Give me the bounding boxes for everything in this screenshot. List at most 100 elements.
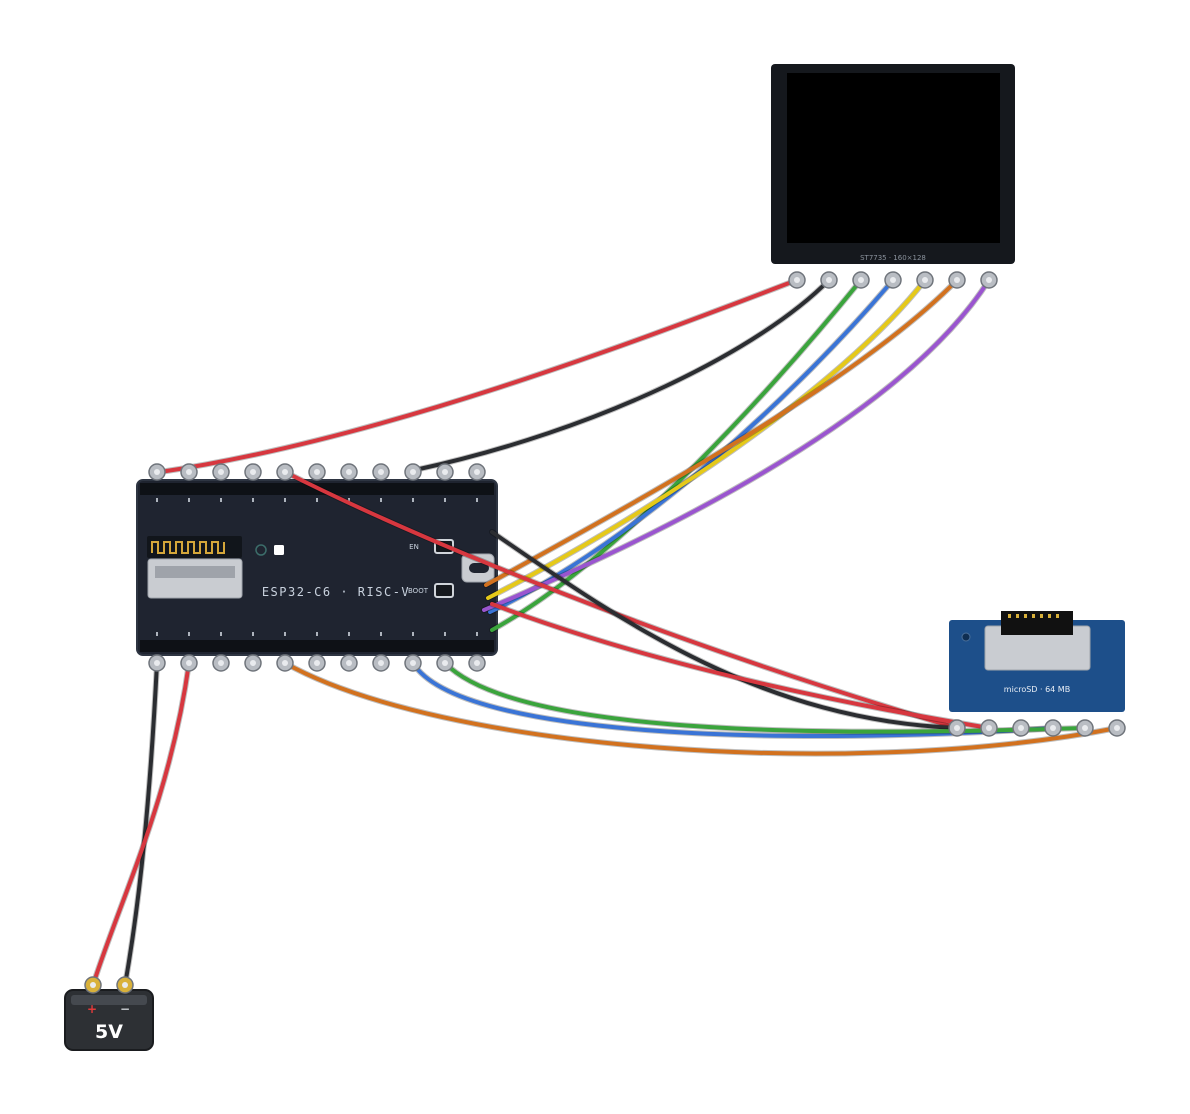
battery-voltage-label: 5V xyxy=(95,1021,123,1043)
wire-shadow xyxy=(157,277,800,475)
header-pin-mark xyxy=(252,632,254,636)
sd-mount-hole-icon xyxy=(961,632,971,642)
pin-hole xyxy=(474,660,480,666)
rf-shield xyxy=(147,558,243,599)
pin-hole xyxy=(858,277,864,283)
header-pin-mark xyxy=(156,632,158,636)
display-module[interactable]: ST7735 · 160×128 xyxy=(771,64,1015,264)
pin-hole xyxy=(922,277,928,283)
wire-shadow xyxy=(412,277,832,473)
en-label: EN xyxy=(409,543,419,551)
wire-tft-vcc[interactable] xyxy=(158,278,799,474)
header-pin-mark xyxy=(284,498,286,502)
header-pin-mark xyxy=(284,632,286,636)
boot-label: BOOT xyxy=(408,587,429,595)
usb-c-opening-icon xyxy=(469,563,489,573)
header-pin-mark xyxy=(348,498,350,502)
wire-sd-red2[interactable] xyxy=(490,602,991,730)
sd-connector-contacts xyxy=(1008,614,1059,618)
antenna-trace-icon xyxy=(151,541,225,554)
header-pin-mark xyxy=(348,632,350,636)
header-pin-mark xyxy=(380,632,382,636)
esp32-label: ESP32-C6 · RISC-V xyxy=(262,585,410,599)
wire-tft-gnd[interactable] xyxy=(413,278,831,472)
header-pin-mark xyxy=(444,498,446,502)
esp32-board[interactable]: EN BOOT ESP32-C6 · RISC-V xyxy=(136,479,498,656)
wire-tft-orange[interactable] xyxy=(484,278,959,587)
boot-button[interactable] xyxy=(434,583,454,598)
header-pin-mark xyxy=(156,498,158,502)
wire-tft-yellow[interactable] xyxy=(486,278,927,600)
pin-hole xyxy=(90,982,96,988)
wire-shadow xyxy=(90,660,192,988)
header-pin-marks xyxy=(156,498,478,636)
pin-hole xyxy=(954,725,960,731)
pin-hole xyxy=(186,660,192,666)
pin-hole xyxy=(890,277,896,283)
pin-hole xyxy=(218,469,224,475)
header-pin-mark xyxy=(412,632,414,636)
pin-hole xyxy=(1050,725,1056,731)
esp32-header-bottom xyxy=(140,640,494,652)
wire-sd-blue[interactable] xyxy=(411,661,1055,739)
pin-hole xyxy=(826,277,832,283)
sd-label: microSD · 64 MB xyxy=(1004,685,1070,694)
power-led-icon xyxy=(274,545,284,555)
wire-sd-orange[interactable] xyxy=(283,661,1119,756)
header-pin-mark xyxy=(252,498,254,502)
pin-hole xyxy=(410,660,416,666)
battery-minus-label: − xyxy=(120,1002,130,1016)
wire-sd-gnd[interactable] xyxy=(490,530,959,730)
wire-tft-green[interactable] xyxy=(490,278,863,632)
pin-hole xyxy=(346,660,352,666)
header-pin-mark xyxy=(444,632,446,636)
header-pin-mark xyxy=(188,498,190,502)
wire-sd-vcc[interactable] xyxy=(283,470,959,730)
pin-hole xyxy=(282,660,288,666)
wire-shadow xyxy=(489,277,864,633)
sd-card-module[interactable]: microSD · 64 MB xyxy=(949,611,1125,712)
pin-hole xyxy=(122,982,128,988)
pin-hole xyxy=(154,469,160,475)
header-pin-mark xyxy=(220,498,222,502)
battery[interactable]: + − 5V xyxy=(64,989,154,1051)
pin-hole xyxy=(1018,725,1024,731)
pin-hole xyxy=(314,660,320,666)
wire-tft-blue[interactable] xyxy=(488,278,895,614)
pin-hole xyxy=(1082,725,1088,731)
header-pin-mark xyxy=(476,632,478,636)
wire-bat-vcc[interactable] xyxy=(91,661,191,987)
header-pin-mark xyxy=(316,632,318,636)
pin-hole xyxy=(442,469,448,475)
status-led-icon xyxy=(255,544,267,556)
pin-hole xyxy=(250,660,256,666)
pin-hole xyxy=(986,277,992,283)
battery-top xyxy=(71,995,147,1005)
sd-card-connector xyxy=(1001,611,1073,635)
pin-hole xyxy=(410,469,416,475)
header-pin-mark xyxy=(412,498,414,502)
pin-hole xyxy=(442,660,448,666)
pin-hole xyxy=(154,660,160,666)
pin-hole xyxy=(794,277,800,283)
header-pin-mark xyxy=(476,498,478,502)
pin-hole xyxy=(346,469,352,475)
pin-hole xyxy=(314,469,320,475)
pins-layer xyxy=(84,271,1126,994)
pin-hole xyxy=(378,660,384,666)
pin-hole xyxy=(474,469,480,475)
pin-hole xyxy=(282,469,288,475)
header-pin-mark xyxy=(220,632,222,636)
battery-plus-label: + xyxy=(87,1002,97,1016)
pin-hole xyxy=(1114,725,1120,731)
pin-hole xyxy=(378,469,384,475)
header-pin-mark xyxy=(380,498,382,502)
pin-hole xyxy=(186,469,192,475)
wires-layer xyxy=(90,277,1120,988)
pin-hole xyxy=(250,469,256,475)
pin-hole xyxy=(218,660,224,666)
display-label: ST7735 · 160×128 xyxy=(860,254,926,262)
rf-shield-label-area xyxy=(155,566,235,578)
header-pin-mark xyxy=(316,498,318,502)
